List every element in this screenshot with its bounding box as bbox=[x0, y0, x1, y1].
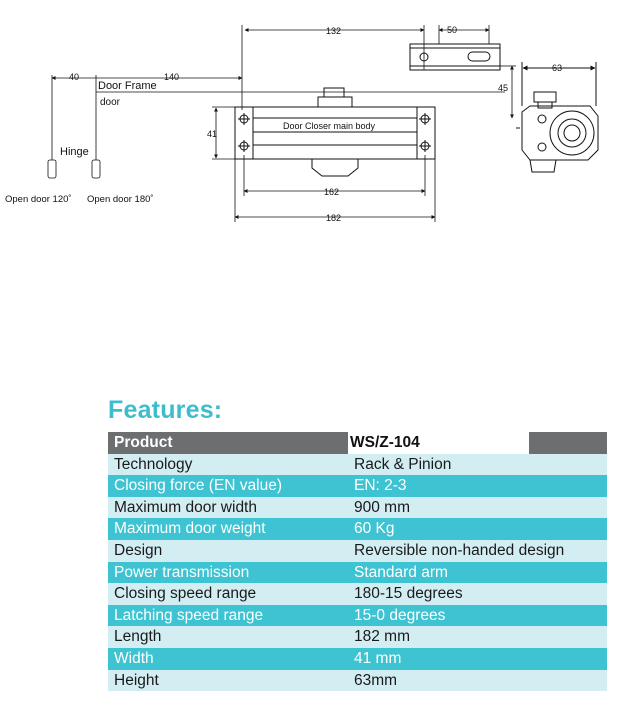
hinge-label: Hinge bbox=[60, 146, 89, 158]
row-label: Maximum door width bbox=[108, 496, 348, 519]
dim-45: 45 bbox=[498, 83, 508, 93]
product-label: Product bbox=[108, 432, 348, 454]
row-label: Power transmission bbox=[108, 561, 348, 584]
open-180-label: Open door 180˚ bbox=[87, 194, 154, 205]
door-frame-label: Door Frame bbox=[98, 80, 157, 92]
door-closer-main-body bbox=[234, 87, 436, 177]
row-value: 15-0 degrees bbox=[348, 604, 607, 627]
door-label: door bbox=[100, 97, 121, 108]
dim-182: 182 bbox=[326, 213, 341, 223]
features-title: Features: bbox=[108, 396, 223, 424]
row-value: 63mm bbox=[348, 669, 607, 692]
row-value: EN: 2-3 bbox=[348, 475, 607, 497]
row-label: Closing speed range bbox=[108, 583, 348, 605]
dim-63: 63 bbox=[552, 63, 562, 73]
technical-drawing: 40 140 Door Frame door Hinge Open door 1… bbox=[5, 25, 599, 223]
dim-162: 162 bbox=[324, 187, 339, 197]
row-value: 900 mm bbox=[348, 496, 607, 519]
main-body-label: Door Closer main body bbox=[283, 121, 376, 131]
row-label: Length bbox=[108, 626, 348, 648]
arm-bracket bbox=[409, 43, 501, 71]
row-label: Closing force (EN value) bbox=[108, 475, 348, 497]
dim-41: 41 bbox=[207, 129, 217, 139]
row-value: Reversible non-handed design bbox=[348, 539, 607, 562]
dim-132: 132 bbox=[326, 26, 341, 36]
row-label: Latching speed range bbox=[108, 604, 348, 627]
door-frame-diagram bbox=[47, 25, 505, 179]
row-value: 41 mm bbox=[348, 647, 607, 670]
row-value: 180-15 degrees bbox=[348, 583, 607, 605]
product-value-cell: WS/Z-104 bbox=[348, 432, 607, 454]
row-value: Rack & Pinion bbox=[348, 453, 607, 476]
row-value: 60 Kg bbox=[348, 518, 607, 540]
row-label: Width bbox=[108, 647, 348, 670]
row-label: Height bbox=[108, 669, 348, 692]
side-view bbox=[516, 62, 599, 173]
row-value: Standard arm bbox=[348, 561, 607, 584]
table-row: Closing force (EN value)EN: 2-3 bbox=[108, 475, 607, 497]
product-value: WS/Z-104 bbox=[348, 432, 529, 454]
open-120-label: Open door 120˚ bbox=[5, 194, 72, 205]
row-value: 182 mm bbox=[348, 626, 607, 648]
table-header-row: Product WS/Z-104 bbox=[108, 432, 607, 454]
row-label: Maximum door weight bbox=[108, 518, 348, 540]
dim-40: 40 bbox=[69, 72, 79, 82]
row-label: Design bbox=[108, 539, 348, 562]
row-label: Technology bbox=[108, 453, 348, 476]
dim-140: 140 bbox=[164, 72, 179, 82]
dim-50: 50 bbox=[447, 25, 457, 35]
